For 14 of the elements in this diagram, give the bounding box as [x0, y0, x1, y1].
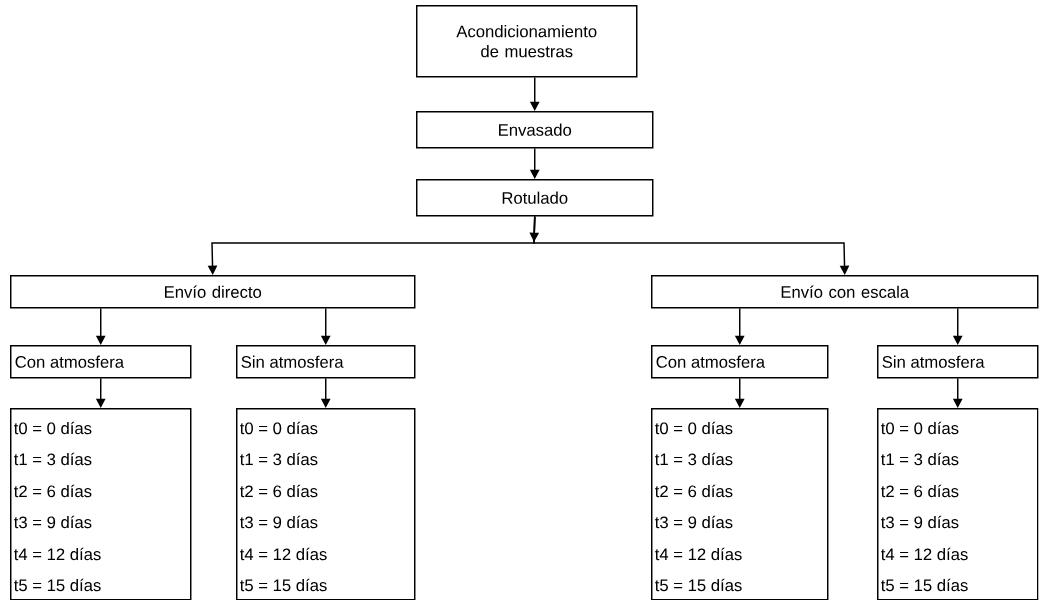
process-box: Envío directo	[10, 275, 416, 309]
process-box: Con atmosfera	[10, 345, 192, 379]
process-box: Sin atmosfera	[877, 345, 1039, 379]
time-list-box: t0 = 0 días t1 = 3 días t2 = 6 días t3 = 9 días t4 = 12 días t5 = 15 días	[877, 408, 1039, 600]
time-list-box: t0 = 0 días t1 = 3 días t2 = 6 días t3 = 9 días t4 = 12 días t5 = 15 días	[651, 408, 829, 600]
arrow	[533, 215, 850, 275]
process-box: Envasado	[416, 111, 654, 149]
time-list-box: t0 = 0 días t1 = 3 días t2 = 6 días t3 = 9 días t4 = 12 días t5 = 15 días	[10, 408, 192, 600]
process-box: Envío con escala	[651, 275, 1039, 309]
process-box: Acondicionamiento de muestras	[416, 5, 638, 78]
process-box: Rotulado	[416, 179, 654, 217]
process-box: Sin atmosfera	[236, 345, 416, 379]
time-list-box: t0 = 0 días t1 = 3 días t2 = 6 días t3 = 9 días t4 = 12 días t5 = 15 días	[236, 408, 416, 600]
process-box: Con atmosfera	[651, 345, 829, 379]
